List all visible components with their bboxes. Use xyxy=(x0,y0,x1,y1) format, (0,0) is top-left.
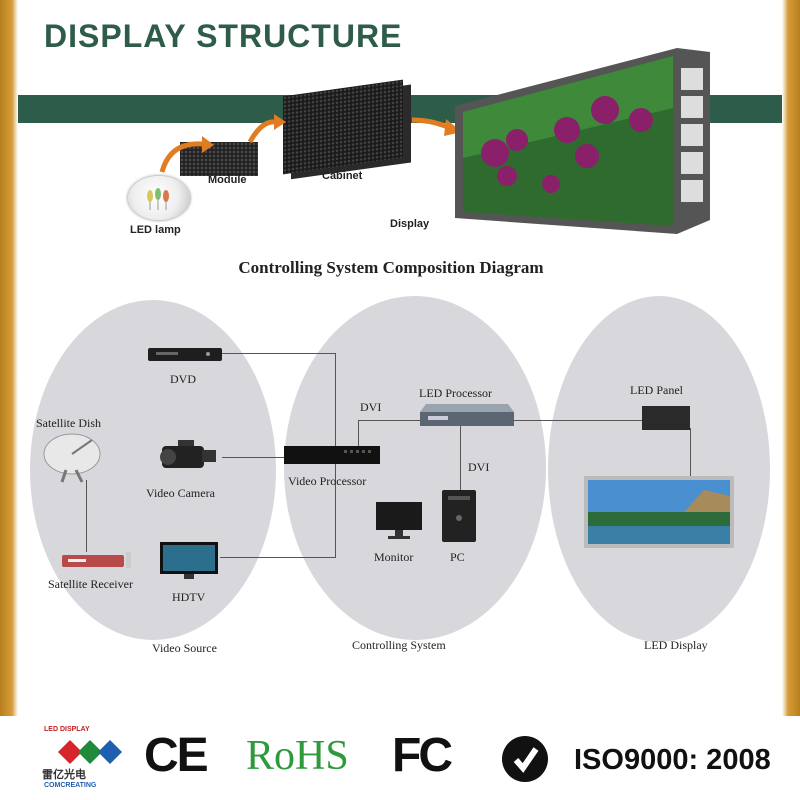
line-vp-up xyxy=(358,420,359,446)
controlling-system-ellipse xyxy=(284,296,546,640)
line-panel-to-display xyxy=(690,428,691,476)
led-display-ellipse xyxy=(548,296,770,642)
comcreating-logo: LED DISPLAY 雷亿光电 COMCREATING xyxy=(40,726,136,794)
led-processor-label: LED Processor xyxy=(419,386,492,400)
arrow-lamp-to-module xyxy=(159,141,203,173)
group-label-video-source: Video Source xyxy=(152,641,217,655)
display-structure-title: DISPLAY STRUCTURE xyxy=(44,18,403,54)
satellite-receiver-label: Satellite Receiver xyxy=(48,577,133,591)
hdtv-label: HDTV xyxy=(172,590,206,604)
cabinet-label: Cabinet xyxy=(322,170,363,182)
diagram-title: Controlling System Composition Diagram xyxy=(238,258,544,277)
brand-top-text: LED DISPLAY xyxy=(44,726,90,733)
module-illustration xyxy=(180,142,258,176)
iso-mark: ISO9000: 2008 xyxy=(574,744,771,776)
ce-mark: CE xyxy=(144,729,209,782)
dvd-player-icon xyxy=(148,346,222,364)
line-dvd xyxy=(222,353,336,354)
line-camera xyxy=(222,457,286,458)
led-panel-icon xyxy=(642,406,690,430)
line-ledproc-to-panel xyxy=(513,420,689,421)
group-label-led-display: LED Display xyxy=(644,638,708,652)
video-processor-label: Video Processor xyxy=(288,474,367,488)
dvi-label-top: DVI xyxy=(360,400,382,414)
fc-mark: FC xyxy=(392,729,453,782)
module-label: Module xyxy=(208,174,247,186)
led-panel-label: LED Panel xyxy=(630,383,683,397)
led-display-screen-icon xyxy=(584,476,734,548)
led-bulb-icons xyxy=(147,188,169,210)
satellite-dish-icon xyxy=(40,432,106,484)
group-label-controlling-system: Controlling System xyxy=(352,638,446,652)
dvi-label-side: DVI xyxy=(468,460,490,474)
line-dish-to-receiver xyxy=(86,480,87,552)
brand-cn-text: 雷亿光电 xyxy=(42,768,86,781)
certification-footer xyxy=(0,716,800,800)
brand-bottom-text: COMCREATING xyxy=(44,782,97,789)
video-camera-label: Video Camera xyxy=(146,486,215,500)
c-tick-mark-icon xyxy=(500,734,550,784)
flower-image xyxy=(481,96,653,193)
line-vp-to-ledproc xyxy=(358,420,422,421)
pc-tower-icon xyxy=(440,488,478,544)
monitor-icon xyxy=(374,500,424,540)
led-processor-icon xyxy=(420,404,514,428)
display-illustration xyxy=(455,48,710,234)
display-label: Display xyxy=(390,218,430,230)
rohs-mark: RoHS xyxy=(246,733,349,779)
dvd-label: DVD xyxy=(170,372,196,386)
pc-label: PC xyxy=(450,550,465,564)
video-processor-icon xyxy=(284,444,380,466)
hdtv-icon xyxy=(160,542,220,582)
line-ledproc-to-pc xyxy=(460,424,461,490)
arrow-cabinet-to-display xyxy=(411,117,452,131)
arrow-module-to-cabinet xyxy=(247,119,277,144)
structure-arrows xyxy=(159,114,462,173)
video-camera-icon xyxy=(156,436,220,474)
led-lamp-label: LED lamp xyxy=(130,224,181,236)
satellite-receiver-icon xyxy=(62,552,132,570)
satellite-dish-label: Satellite Dish xyxy=(36,416,101,430)
led-lamp-illustration xyxy=(128,176,190,220)
monitor-label: Monitor xyxy=(374,550,414,564)
line-hdtv xyxy=(220,557,336,558)
